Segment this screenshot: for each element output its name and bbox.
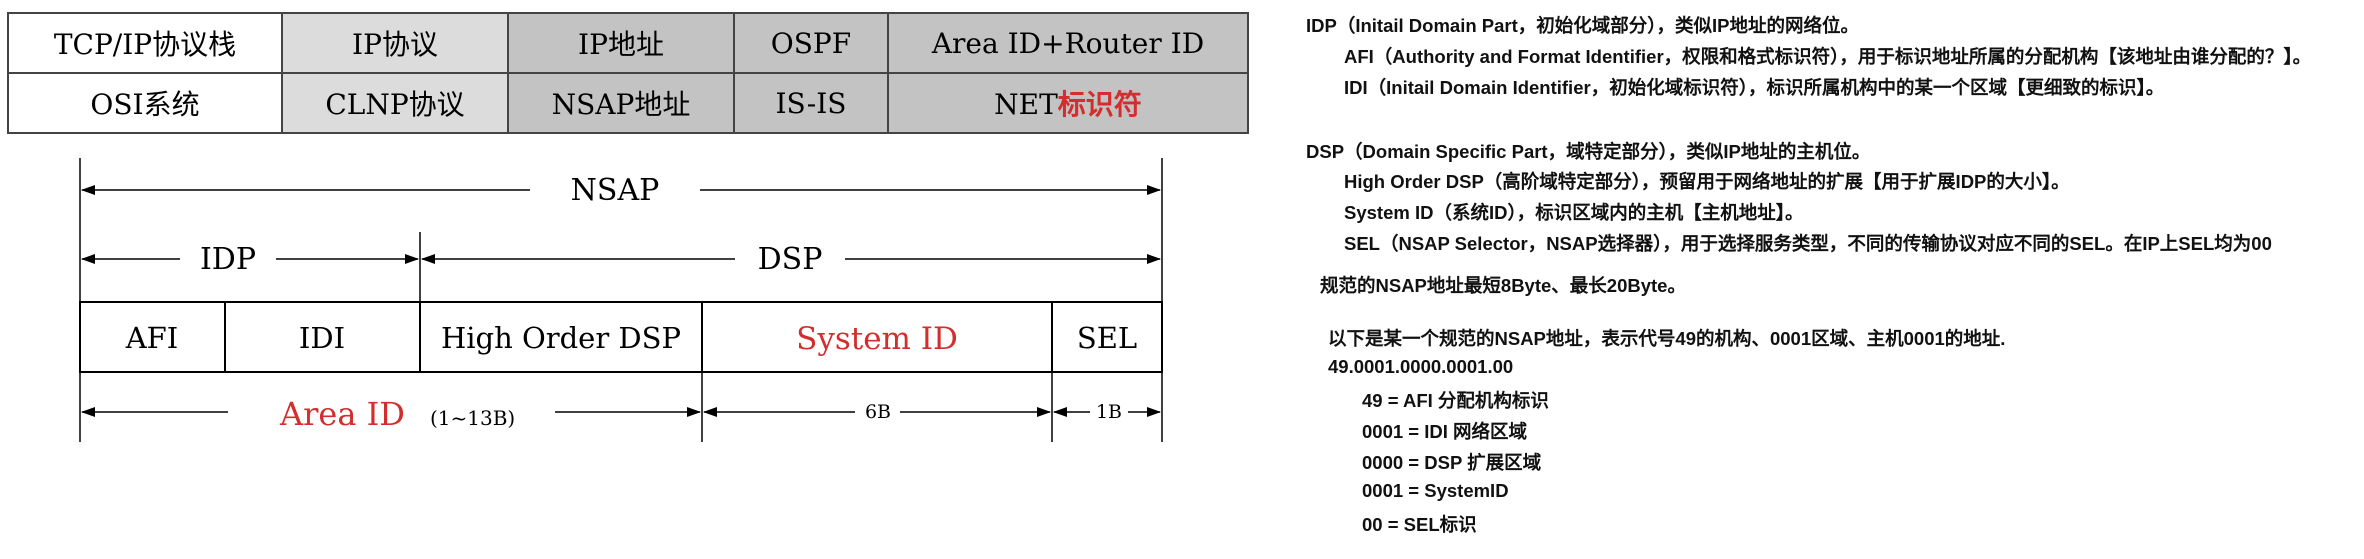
nsap-label: NSAP [571, 173, 660, 208]
nsap-fields: AFI IDI High Order DSP System ID SEL [79, 301, 1163, 373]
table-cell: IS-IS [733, 72, 889, 134]
note-example-address: 49.0001.0000.0001.00 [1328, 356, 1514, 377]
note-length: 规范的NSAP地址最短8Byte、最长20Byte。 [1320, 275, 1686, 296]
nsap-structure-diagram: NSAP IDP DSP AFI IDI High Order DSP Syst… [79, 158, 1163, 442]
sel-span: 1B [1053, 401, 1161, 423]
note-example-sel: 00 = SEL标识 [1362, 514, 1477, 535]
field-sel: SEL [1077, 321, 1137, 355]
net-highlight: 标识符 [1057, 88, 1142, 121]
idp-span: IDP [81, 242, 419, 277]
note-idp: IDP（Initail Domain Part，初始化域部分），类似IP地址的网… [1306, 15, 1859, 36]
system-id-length: 6B [865, 401, 891, 423]
area-id-span: Area ID (1~13B) [81, 395, 701, 433]
note-example-dsp: 0000 = DSP 扩展区域 [1362, 452, 1542, 473]
note-sel: SEL（NSAP Selector，NSAP选择器），用于选择服务类型，不同的传… [1344, 233, 2272, 254]
field-idi: IDI [299, 321, 345, 355]
idp-label: IDP [200, 242, 256, 277]
field-afi: AFI [125, 321, 179, 355]
dsp-label: DSP [758, 242, 823, 277]
table-cell-net: NET标识符 [887, 72, 1249, 134]
table-row-osi: OSI系统 CLNP协议 NSAP地址 IS-IS NET标识符 [7, 72, 1249, 134]
explanation-notes: IDP（Initail Domain Part，初始化域部分），类似IP地址的网… [1306, 10, 2346, 550]
note-example-idi: 0001 = IDI 网络区域 [1362, 421, 1528, 442]
note-dsp: DSP（Domain Specific Part，域特定部分），类似IP地址的主… [1306, 141, 1871, 162]
table-cell: IP协议 [281, 12, 509, 74]
note-example-systemid: 0001 = SystemID [1362, 480, 1509, 501]
field-high-order-dsp: High Order DSP [441, 321, 681, 355]
table-cell: OSI系统 [7, 72, 283, 134]
note-afi: AFI（Authority and Format Identifier，权限和格… [1344, 46, 2312, 67]
note-example-intro: 以下是某一个规范的NSAP地址，表示代号49的机构、0001区域、主机0001的… [1328, 328, 2006, 349]
note-example-afi: 49 = AFI 分配机构标识 [1362, 390, 1549, 411]
area-id-label: Area ID [279, 395, 405, 433]
note-high-order-dsp: High Order DSP（高阶域特定部分），预留用于网络地址的扩展【用于扩展… [1344, 171, 2070, 192]
dsp-span: DSP [421, 242, 1161, 277]
note-system-id: System ID（系统ID），标识区域内的主机【主机地址】。 [1344, 202, 1804, 223]
note-idi: IDI（Initail Domain Identifier，初始化域标识符），标… [1344, 77, 2165, 98]
comparison-table: TCP/IP协议栈 IP协议 IP地址 OSPF Area ID+Router … [7, 12, 1249, 134]
table-cell: Area ID+Router ID [887, 12, 1249, 74]
net-prefix: NET [994, 88, 1058, 121]
table-row-tcpip: TCP/IP协议栈 IP协议 IP地址 OSPF Area ID+Router … [7, 12, 1249, 74]
guide-lines [79, 158, 1163, 442]
system-id-span: 6B [703, 401, 1051, 423]
table-cell: OSPF [733, 12, 889, 74]
sel-length: 1B [1096, 401, 1122, 423]
area-id-length: (1~13B) [430, 406, 515, 430]
table-cell: TCP/IP协议栈 [7, 12, 283, 74]
table-cell: CLNP协议 [281, 72, 509, 134]
table-cell: NSAP地址 [507, 72, 735, 134]
field-system-id: System ID [796, 321, 958, 357]
table-cell: IP地址 [507, 12, 735, 74]
nsap-span: NSAP [81, 173, 1161, 208]
